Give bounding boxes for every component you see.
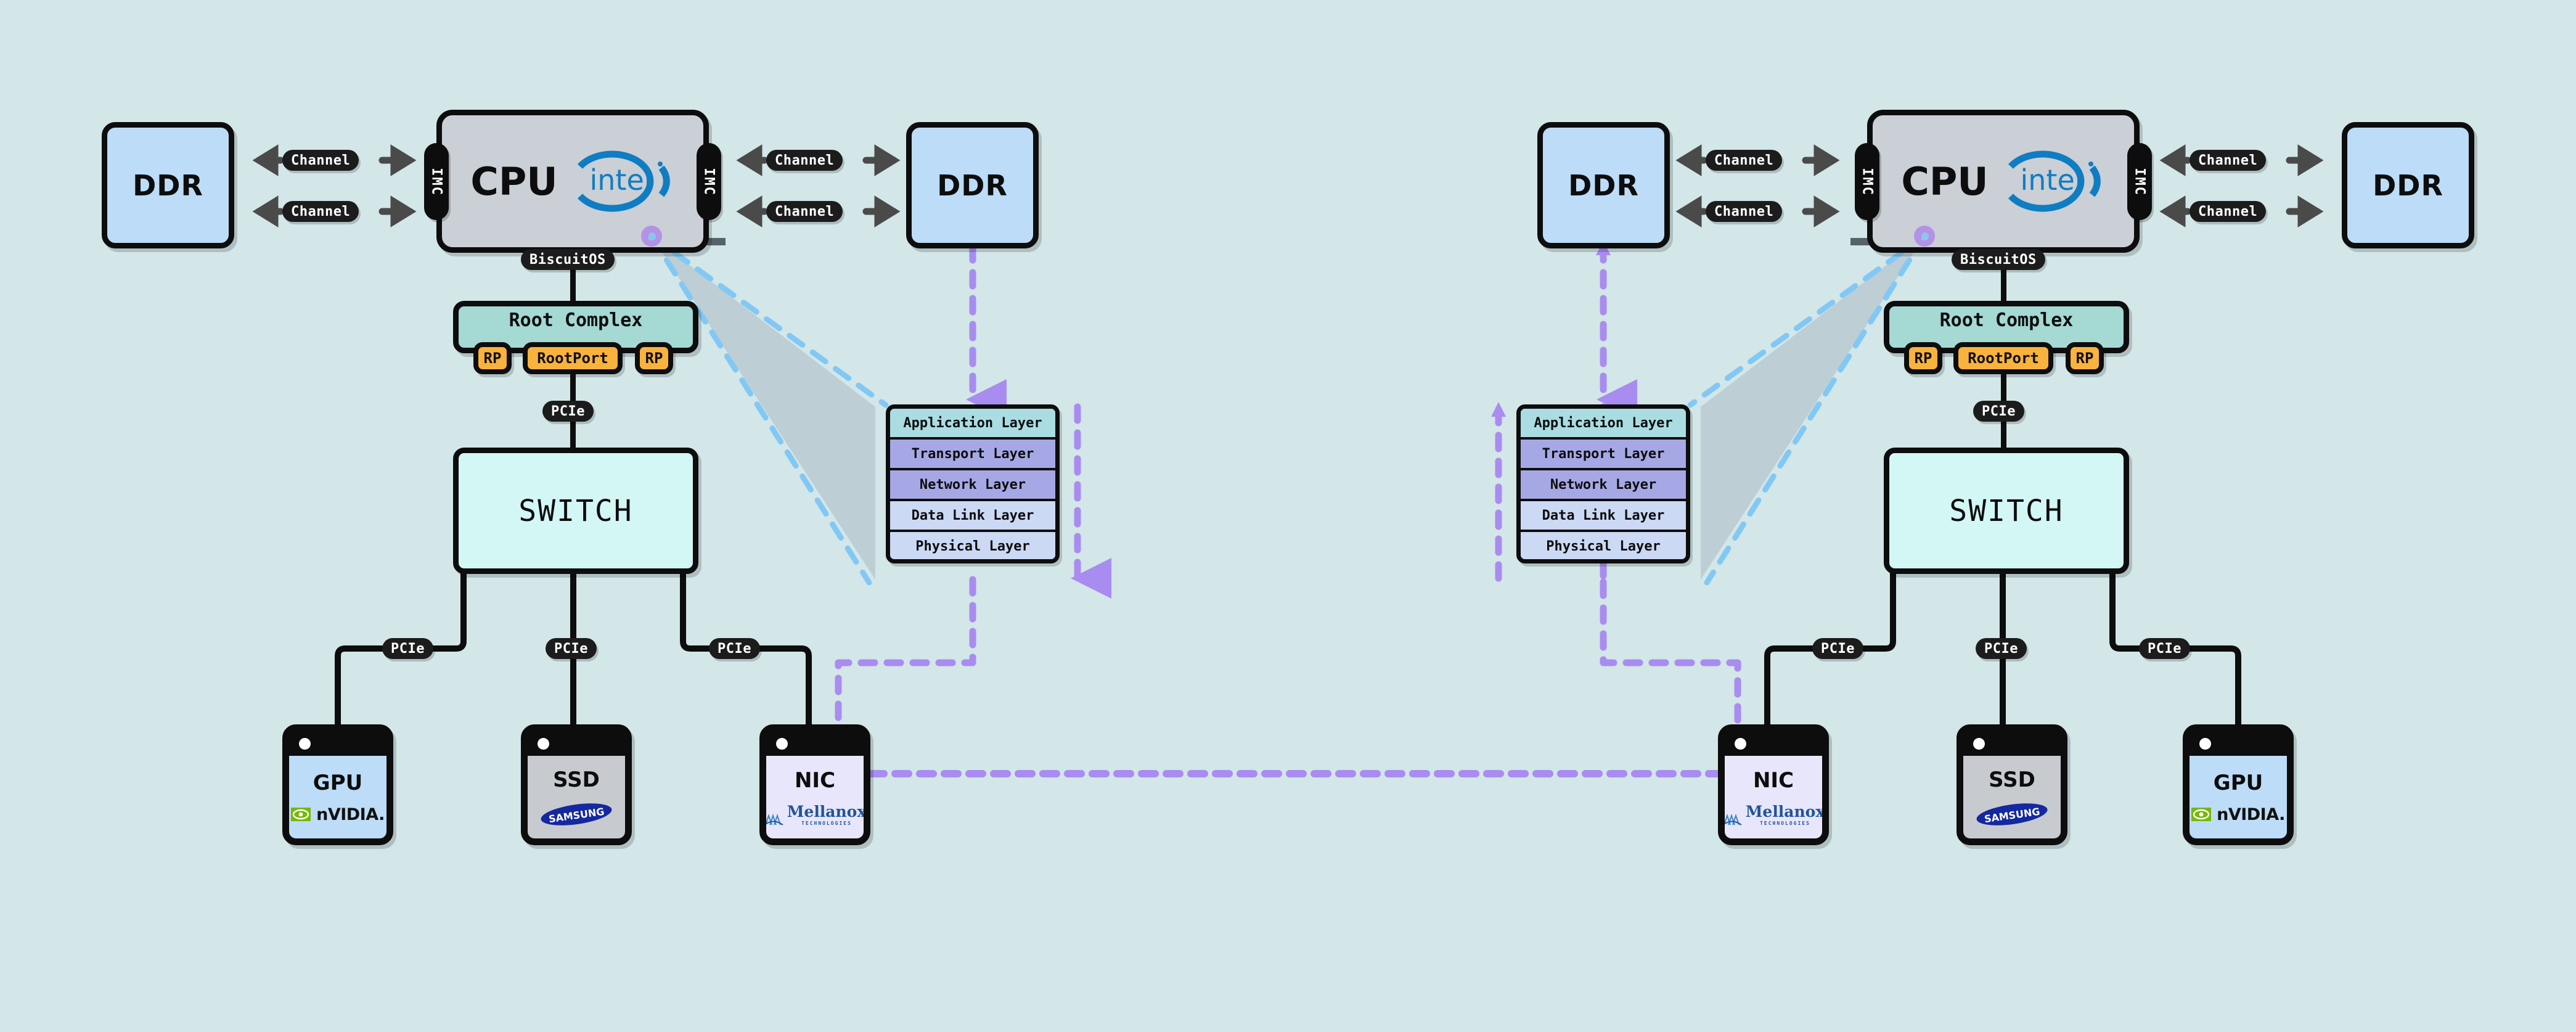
biscuitos-label-left: BiscuitOS	[521, 249, 615, 270]
device-led-icon	[538, 738, 549, 750]
rootport-left-rp1[interactable]: RP	[473, 342, 512, 374]
layer-application: Application Layer	[1521, 409, 1686, 440]
channel-label-r2: Channel	[1706, 201, 1783, 222]
device-title: SSD	[553, 768, 600, 792]
device-ssd-left[interactable]: SSD SAMSUNG	[521, 724, 632, 845]
rootport-left-main[interactable]: RootPort	[523, 342, 623, 374]
device-gpu-right[interactable]: GPU nVIDIA.	[2183, 724, 2294, 845]
ddr-right-inner[interactable]: DDR	[1537, 122, 1670, 248]
device-led-icon	[1735, 738, 1746, 750]
packet-path-right-ingress-run	[1600, 576, 1741, 750]
device-title: GPU	[313, 770, 363, 795]
layer-physical: Physical Layer	[1521, 532, 1686, 559]
rootport-left-rp2[interactable]: RP	[635, 342, 673, 374]
root-complex-label: Root Complex	[1939, 309, 2074, 331]
ddr-label: DDR	[937, 168, 1008, 202]
ddr-label: DDR	[2373, 168, 2443, 202]
device-gpu-left[interactable]: GPU nVIDIA.	[282, 724, 393, 845]
layer-network: Network Layer	[890, 470, 1055, 501]
pcie-label-right-ssd: PCIe	[1976, 638, 2027, 659]
device-title: GPU	[2213, 770, 2263, 795]
channel-label-l3: Channel	[766, 150, 843, 171]
channel-label-l2: Channel	[282, 201, 359, 222]
mellanox-logo-icon: Mellanox TECHNOLOGIES	[1725, 803, 1822, 826]
ddr-label: DDR	[1568, 168, 1639, 202]
svg-text:intel: intel	[2020, 163, 2082, 197]
protocol-stack-right[interactable]: Application Layer Transport Layer Networ…	[1516, 404, 1690, 563]
imc-right-west: IMC	[1855, 143, 1879, 220]
layer-physical: Physical Layer	[890, 532, 1055, 559]
nvidia-logo-icon: nVIDIA.	[291, 805, 385, 824]
biscuitos-label-right: BiscuitOS	[1952, 249, 2045, 270]
nvidia-logo-icon: nVIDIA.	[2191, 805, 2285, 824]
ddr-label: DDR	[133, 168, 203, 202]
intel-logo-icon: intel	[1997, 149, 2106, 213]
cpu-right[interactable]: CPU intel	[1867, 110, 2140, 253]
svg-text:intel: intel	[589, 163, 652, 197]
device-led-icon	[776, 738, 788, 750]
imc-left-west: IMC	[424, 143, 449, 220]
intel-logo-icon: intel	[566, 149, 675, 213]
pcie-label-left-nic: PCIe	[709, 638, 760, 659]
samsung-logo-icon: SAMSUNG	[539, 802, 613, 827]
pcie-label-left-gpu: PCIe	[382, 638, 433, 659]
device-led-icon	[299, 738, 311, 750]
biscuitos-wire-left	[570, 250, 576, 305]
cpu-left[interactable]: CPU intel	[436, 110, 709, 253]
pcie-label-left-ssd: PCIe	[546, 638, 597, 659]
imc-left-east: IMC	[697, 143, 721, 220]
pcie-label-right-nic: PCIe	[1812, 638, 1863, 659]
switch-label: SWITCH	[518, 493, 633, 528]
channel-label-r1: Channel	[1706, 150, 1783, 171]
protocol-stack-left[interactable]: Application Layer Transport Layer Networ…	[886, 404, 1060, 563]
cpu-label: CPU	[470, 158, 558, 204]
channel-label-r3: Channel	[2190, 150, 2267, 171]
ddr-left-outer[interactable]: DDR	[102, 122, 234, 248]
rootport-right-rp2[interactable]: RP	[2066, 342, 2104, 374]
cpu-left-packet-marker	[641, 226, 662, 247]
device-title: NIC	[794, 768, 836, 793]
switch-left[interactable]: SWITCH	[453, 448, 698, 574]
layer-network: Network Layer	[1521, 470, 1686, 501]
device-led-icon	[2199, 738, 2211, 750]
biscuitos-wire-right	[2001, 250, 2006, 305]
device-title: NIC	[1752, 768, 1794, 793]
layer-transport: Transport Layer	[890, 440, 1055, 470]
imc-right-east: IMC	[2127, 143, 2152, 220]
layer-transport: Transport Layer	[1521, 440, 1686, 470]
packet-path-left-egress-run	[835, 576, 976, 750]
switch-label: SWITCH	[1949, 493, 2064, 528]
channel-label-l1: Channel	[282, 150, 359, 171]
device-nic-left[interactable]: NIC Mellanox TECHNOLOGIES	[759, 724, 870, 845]
packet-arrowhead-right-stack	[1491, 402, 1506, 417]
cpu-label: CPU	[1901, 158, 1989, 204]
switch-right[interactable]: SWITCH	[1884, 448, 2129, 574]
mellanox-logo-icon: Mellanox TECHNOLOGIES	[766, 803, 864, 826]
layer-application: Application Layer	[890, 409, 1055, 440]
pcie-label-right-gpu: PCIe	[2139, 638, 2190, 659]
rootport-right-main[interactable]: RootPort	[1953, 342, 2053, 374]
samsung-logo-icon: SAMSUNG	[1975, 802, 2049, 827]
rootport-right-rp1[interactable]: RP	[1904, 342, 1942, 374]
channel-label-r4: Channel	[2190, 201, 2267, 222]
device-ssd-right[interactable]: SSD SAMSUNG	[1957, 724, 2067, 845]
channel-label-l4: Channel	[766, 201, 843, 222]
pcie-label-right-main: PCIe	[1973, 401, 2024, 422]
device-title: SSD	[1989, 768, 2035, 792]
pcie-label-left-main: PCIe	[542, 401, 594, 422]
ddr-left-inner[interactable]: DDR	[906, 122, 1039, 248]
layer-datalink: Data Link Layer	[1521, 501, 1686, 532]
root-complex-label: Root Complex	[509, 309, 643, 331]
layer-datalink: Data Link Layer	[890, 501, 1055, 532]
ddr-right-outer[interactable]: DDR	[2342, 122, 2474, 248]
cpu-right-packet-marker	[1914, 226, 1935, 247]
device-led-icon	[1973, 738, 1985, 750]
device-nic-right[interactable]: NIC Mellanox TECHNOLOGIES	[1718, 724, 1829, 845]
